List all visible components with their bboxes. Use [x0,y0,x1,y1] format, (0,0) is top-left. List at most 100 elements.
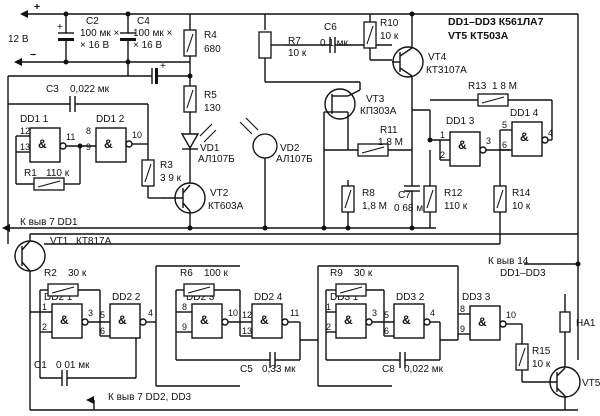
note-pin7-dd1: К выв 7 DD1 [20,217,78,228]
svg-text:8: 8 [86,126,91,136]
svg-text:R13: R13 [468,81,487,92]
svg-text:R10: R10 [380,18,399,29]
svg-text:3 9 к: 3 9 к [160,173,182,184]
svg-text:VD2: VD2 [280,143,300,154]
svg-text:0 68 мк: 0 68 мк [394,203,428,214]
c2-label: C2 [86,16,99,27]
svg-text:DD1 3: DD1 3 [446,116,475,127]
svg-text:+: + [160,61,166,72]
svg-text:DD1 2: DD1 2 [96,114,125,125]
transistor-type-label: VT5 КТ503А [448,30,509,42]
svg-text:АЛ107Б: АЛ107Б [276,154,313,165]
svg-text:C5: C5 [240,364,253,375]
c4-value: 100 мк × [133,28,172,39]
svg-text:680: 680 [204,44,221,55]
svg-text:12: 12 [20,126,30,136]
svg-text:DD1 1: DD1 1 [20,114,49,125]
svg-text:1 8 М: 1 8 М [378,137,403,148]
svg-text:&: & [520,130,529,144]
svg-text:100 к: 100 к [204,268,228,279]
svg-text:&: & [200,313,209,327]
svg-text:30 к: 30 к [354,268,373,279]
minus-sign: − [30,49,36,61]
svg-text:4: 4 [548,128,553,138]
svg-text:0,022 мк: 0,022 мк [404,364,444,375]
svg-text:8: 8 [460,304,465,314]
chip-type-label: DD1–DD3 К561ЛА7 [448,16,544,28]
svg-text:&: & [104,137,113,151]
plus-sign: + [34,1,40,13]
svg-text:5: 5 [100,310,105,320]
svg-text:DD3 3: DD3 3 [462,292,491,303]
svg-text:9: 9 [460,324,465,334]
svg-text:3: 3 [372,308,377,318]
svg-text:9: 9 [86,142,91,152]
svg-text:&: & [118,313,127,327]
vt1-transistor [14,240,46,272]
svg-text:0 1 мк: 0 1 мк [320,38,349,49]
svg-text:11: 11 [290,308,299,318]
svg-text:9: 9 [182,322,187,332]
svg-text:+: + [57,22,63,33]
note-pin14-b: DD1–DD3 [500,268,546,279]
svg-text:HA1: HA1 [576,318,596,329]
svg-text:2: 2 [42,322,47,332]
svg-text:10: 10 [228,308,238,318]
svg-text:DD2 1: DD2 1 [44,292,73,303]
note-pin7-dd23: К выв 7 DD2, DD3 [108,392,192,403]
svg-text:R15: R15 [532,346,551,357]
svg-text:6: 6 [384,326,389,336]
svg-text:КТ3107А: КТ3107А [426,65,467,76]
vt3-fet [324,88,356,120]
svg-text:&: & [260,313,269,327]
svg-text:10: 10 [506,310,516,320]
svg-text:DD3 2: DD3 2 [396,292,425,303]
svg-text:1: 1 [326,302,331,312]
svg-text:13: 13 [242,326,252,336]
svg-text:АЛ107Б: АЛ107Б [198,154,235,165]
svg-text:0 01 мк: 0 01 мк [56,360,90,371]
svg-text:C3: C3 [46,84,59,95]
svg-text:R5: R5 [204,90,217,101]
svg-text:R2: R2 [44,268,57,279]
svg-text:R9: R9 [330,268,343,279]
svg-text:10 к: 10 к [532,359,551,370]
svg-text:DD1 4: DD1 4 [510,108,539,119]
svg-text:4: 4 [430,308,435,318]
svg-text:2: 2 [326,322,331,332]
svg-text:5: 5 [502,120,507,130]
svg-text:10 к: 10 к [380,31,399,42]
c2-value: 100 мк × [80,28,119,39]
ha1-buzzer [559,311,571,333]
svg-text:R3: R3 [160,160,173,171]
svg-text:13: 13 [20,142,30,152]
svg-text:R7: R7 [288,36,301,47]
svg-text:&: & [38,137,47,151]
svg-text:6: 6 [502,140,507,150]
svg-text:&: & [478,315,487,329]
svg-text:&: & [402,313,411,327]
svg-text:C6: C6 [324,22,337,33]
svg-text:R4: R4 [204,30,217,41]
c4-label: C4 [137,16,150,27]
svg-text:6: 6 [100,326,105,336]
dd24-gate [251,303,283,339]
c4-voltage: × 16 В [133,40,163,51]
svg-text:&: & [60,313,69,327]
svg-text:VD1: VD1 [200,143,220,154]
svg-text:VT3: VT3 [366,94,385,105]
svg-text:110 к: 110 к [46,168,70,179]
svg-text:10 к: 10 к [288,48,307,59]
svg-text:R6: R6 [180,268,193,279]
svg-text:1 8 М: 1 8 М [492,81,517,92]
note-pin14-a: К выв 14 [488,256,529,267]
svg-text:10: 10 [132,130,142,140]
svg-text:R8: R8 [362,188,375,199]
svg-text:2: 2 [440,150,445,160]
svg-text:1: 1 [42,302,47,312]
svg-text:DD2 3: DD2 3 [186,292,215,303]
svg-text:C7: C7 [398,190,411,201]
svg-text:3: 3 [88,308,93,318]
svg-text:КП303А: КП303А [360,106,397,117]
